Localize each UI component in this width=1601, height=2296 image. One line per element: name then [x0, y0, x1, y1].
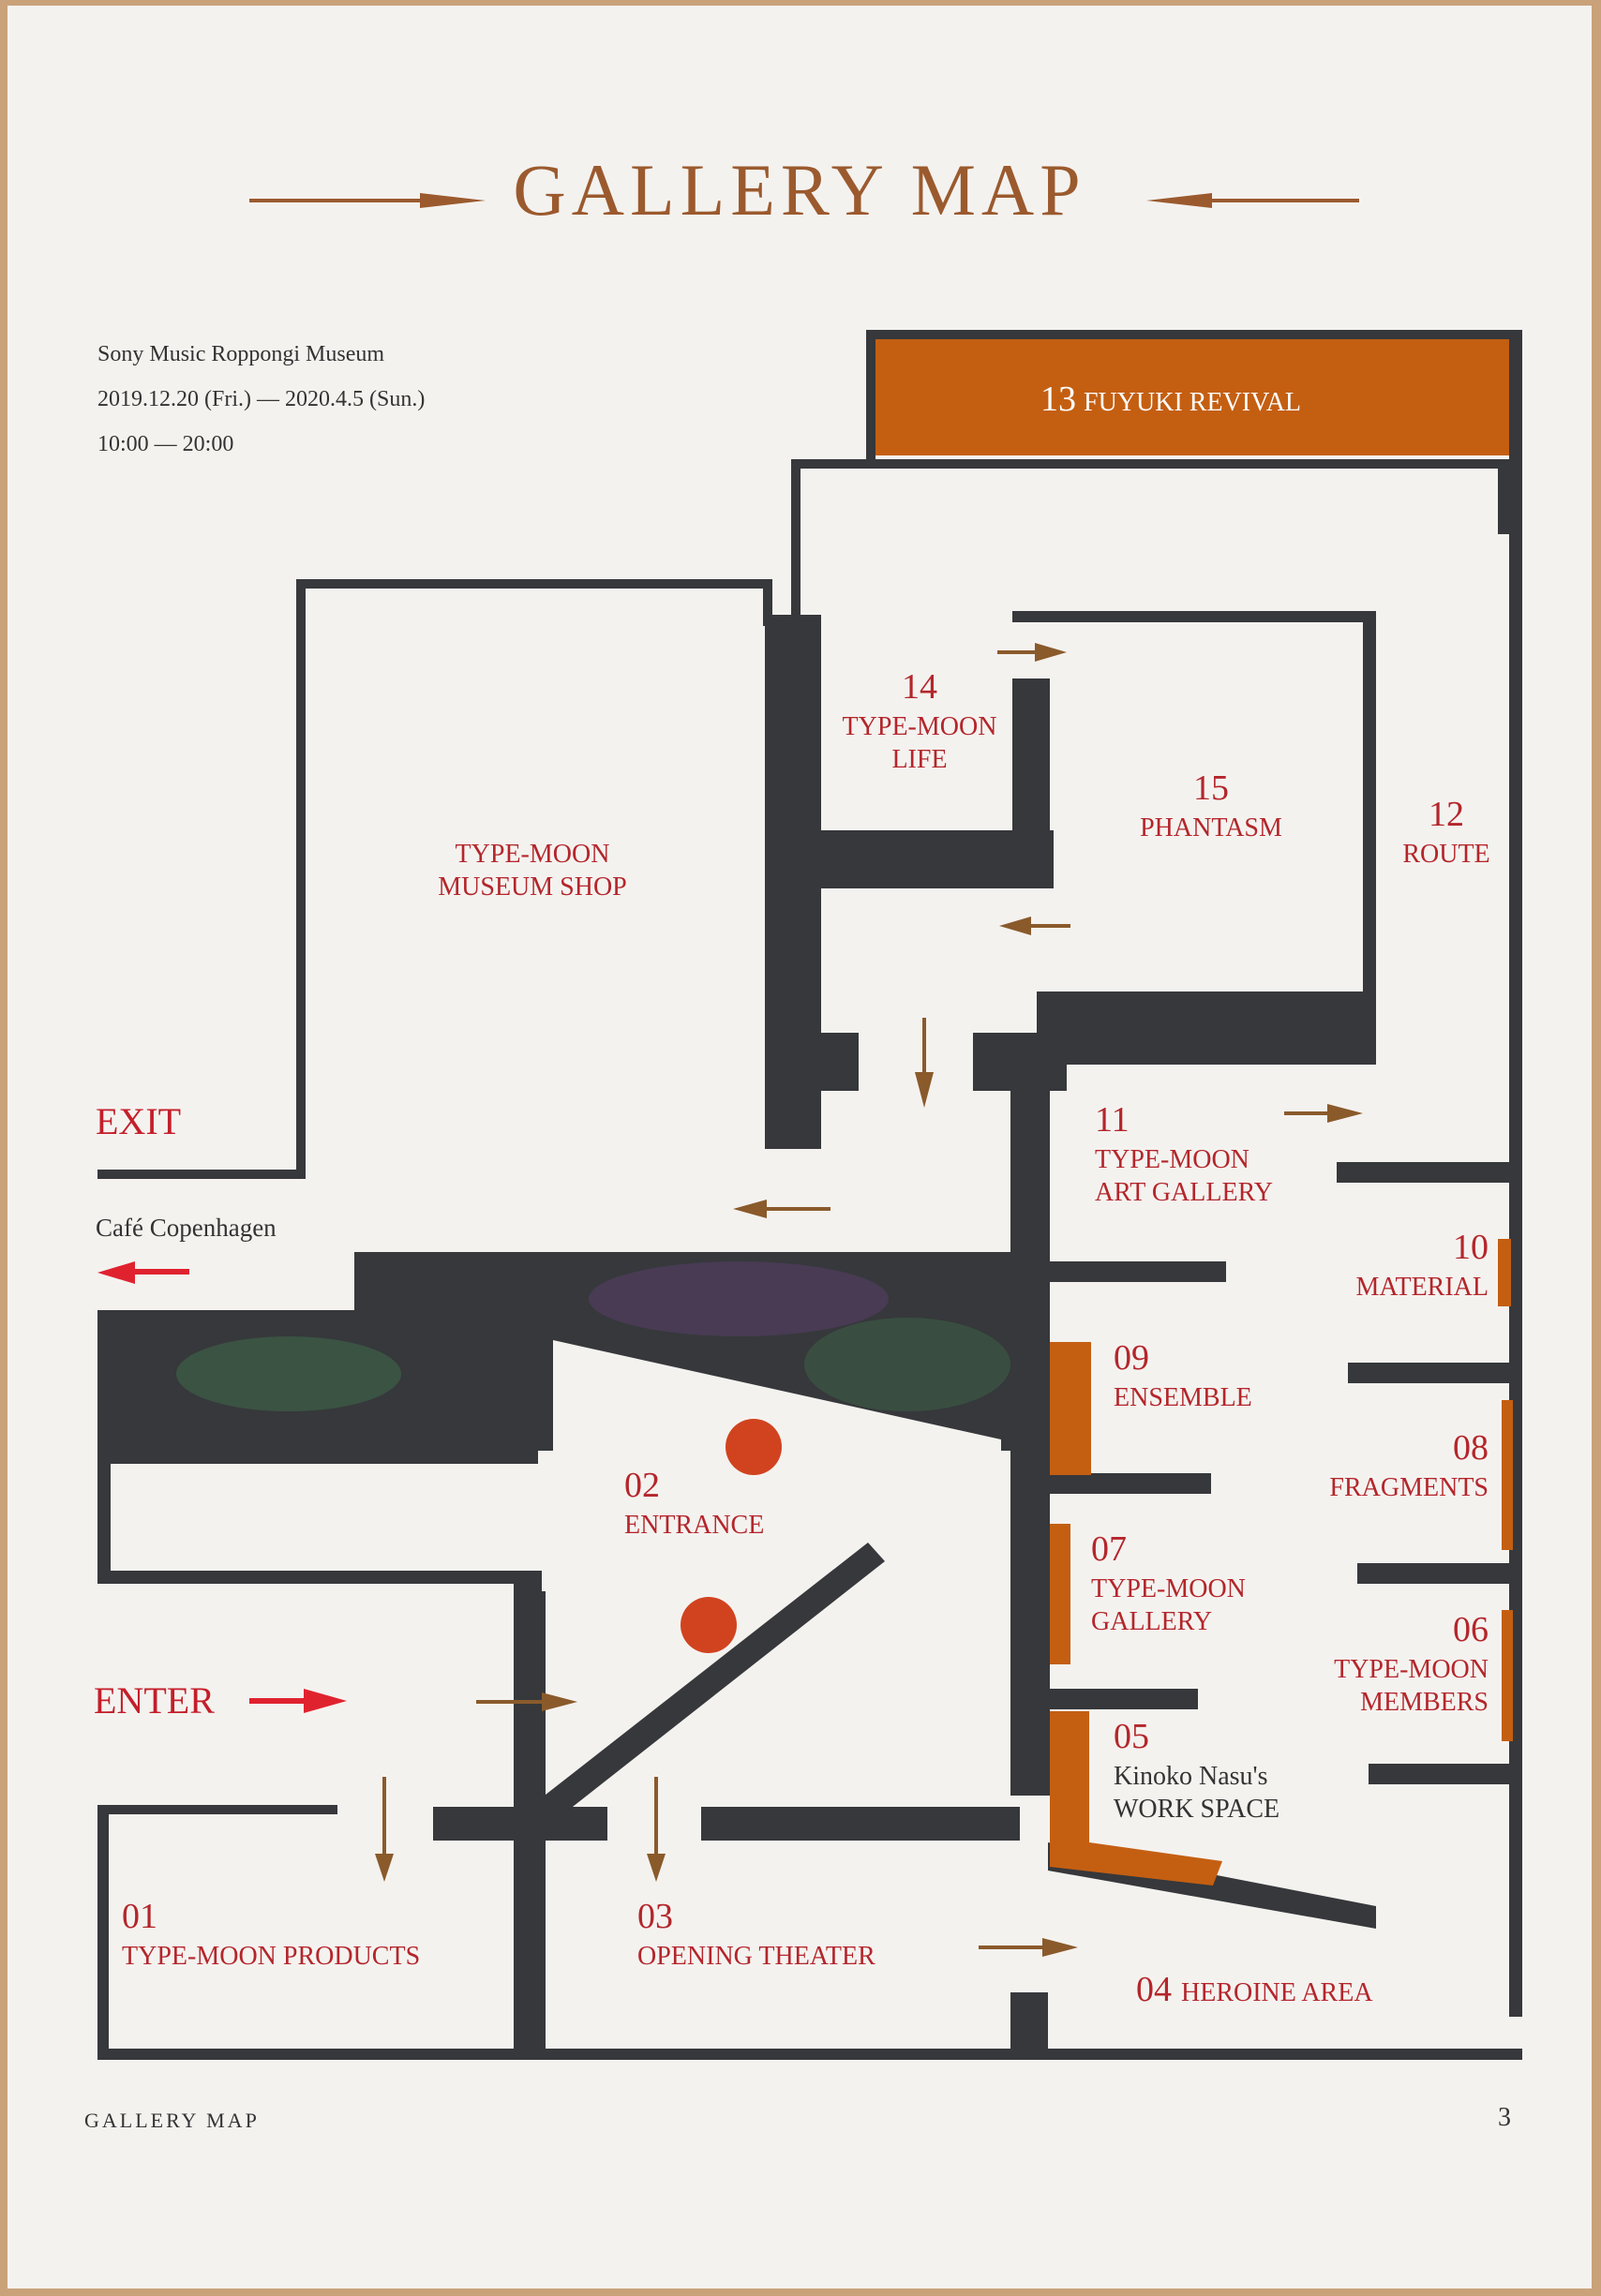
- room-09-label: 09 ENSEMBLE: [1114, 1338, 1252, 1412]
- venue-info: Sony Music Roppongi Museum 2019.12.20 (F…: [97, 332, 425, 467]
- carpet-texture: [176, 1261, 1010, 1411]
- red-arrows: [97, 1261, 347, 1713]
- venue-name: Sony Music Roppongi Museum: [97, 342, 385, 366]
- arrow-left-icon: [97, 1261, 189, 1284]
- room-11-label: 11 TYPE-MOON ART GALLERY: [1095, 1100, 1273, 1207]
- entrance-dot-lower: [681, 1597, 737, 1653]
- room-10-label: 10 MATERIAL: [1355, 1228, 1489, 1302]
- exhibit-strips: [1050, 1239, 1513, 1886]
- exit-label: EXIT: [96, 1100, 182, 1142]
- room-03-label: 03 OPENING THEATER: [637, 1897, 875, 1971]
- room-07-label: 07 TYPE-MOON GALLERY: [1091, 1529, 1246, 1636]
- title-ornament-right: [1146, 193, 1359, 208]
- floor-plan: [97, 193, 1522, 2060]
- arrow-down-icon: [375, 1777, 394, 1882]
- route-arrows: [375, 643, 1363, 1957]
- diagonal-wall: [532, 1543, 885, 1824]
- arrow-right-icon: [997, 643, 1067, 662]
- room-01-label: 01 TYPE-MOON PRODUCTS: [122, 1897, 421, 1971]
- room-14-label: 14 TYPE-MOON LIFE: [842, 667, 997, 774]
- room-05-label: 05 Kinoko Nasu's WORK SPACE: [1114, 1717, 1280, 1824]
- arrow-left-icon: [733, 1200, 830, 1218]
- room-06-label: 06 TYPE-MOON MEMBERS: [1334, 1610, 1489, 1717]
- arrow-down-icon: [915, 1018, 934, 1108]
- room-12-label: 12 ROUTE: [1402, 795, 1490, 869]
- room-13-area: [872, 335, 1517, 455]
- entrance-area: [553, 1340, 1001, 1805]
- footer-section: GALLERY MAP: [84, 2109, 260, 2132]
- museum-shop-label: TYPE-MOON MUSEUM SHOP: [438, 840, 627, 902]
- room-08-label: 08 FRAGMENTS: [1329, 1428, 1489, 1502]
- arrow-right-icon: [1284, 1104, 1363, 1123]
- room-15-label: 15 PHANTASM: [1140, 768, 1282, 842]
- arrow-right-icon: [979, 1938, 1078, 1957]
- room-02-label: 02 ENTRANCE: [624, 1466, 765, 1540]
- brochure-page: GALLERY MAP Sony Music Roppongi Museum 2…: [7, 6, 1592, 2289]
- venue-hours: 10:00 — 20:00: [97, 432, 234, 456]
- arrow-right-icon: [476, 1692, 577, 1711]
- venue-dates: 2019.12.20 (Fri.) — 2020.4.5 (Sun.): [97, 387, 426, 411]
- arrow-down-icon: [647, 1777, 666, 1882]
- title-ornament-left: [249, 193, 486, 208]
- cafe-label: Café Copenhagen: [96, 1214, 277, 1242]
- page-number: 3: [1498, 2103, 1511, 2132]
- entrance-dot-upper: [726, 1419, 782, 1475]
- arrow-left-icon: [999, 917, 1070, 935]
- arrow-right-icon: [249, 1689, 347, 1713]
- page-title: GALLERY MAP: [513, 149, 1086, 231]
- enter-label: ENTER: [94, 1679, 215, 1722]
